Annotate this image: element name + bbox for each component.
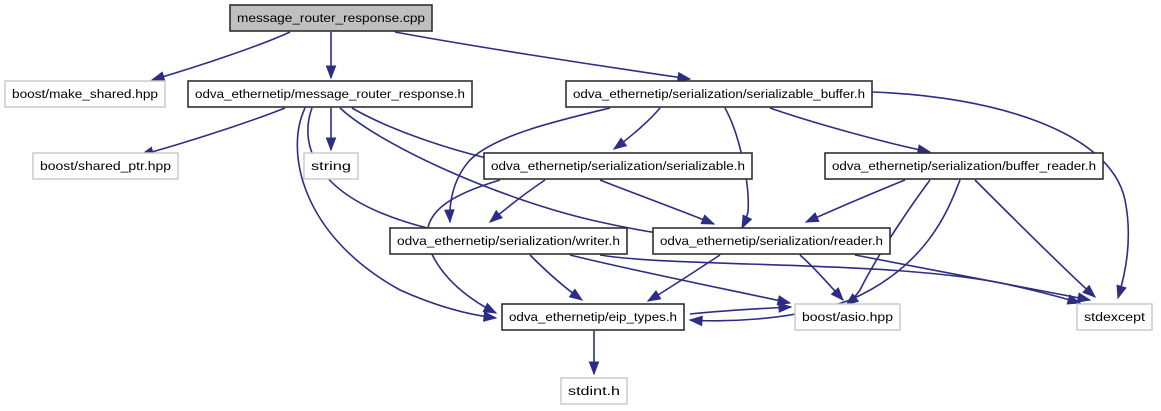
node-box-asio[interactable] [794,303,901,331]
edge-buffer_reader-to-eip_types [688,179,961,327]
edge-writer-to-eip_types [529,254,584,301]
edge-serializable_buffer-to-buffer_reader [769,107,932,155]
edge-mrr_h-to-string [325,108,337,152]
node-box-buffer_reader[interactable] [824,152,1104,180]
edge-serializable-to-reader [599,179,716,225]
arrowhead-icon [1082,284,1097,298]
graph-node-reader[interactable]: odva_ethernetip/serialization/reader.h [652,227,891,255]
edge-writer-to-asio [569,254,792,306]
node-box-reader[interactable] [652,227,891,255]
node-box-make_shared[interactable] [4,80,166,108]
node-layer: message_router_response.cpp boost/make_sh… [4,4,1153,405]
graph-node-make_shared[interactable]: boost/make_shared.hpp [4,80,166,108]
graph-node-root[interactable]: message_router_response.cpp [229,4,433,32]
arrowhead-icon [1116,284,1127,300]
edge-root-to-make_shared [150,31,291,82]
edge-reader-to-stdexcept [854,254,1092,303]
edge-eip_types-to-stdint [588,331,600,376]
graph-node-serializable_buffer[interactable]: odva_ethernetip/serialization/serializab… [565,80,873,108]
node-box-serializable_buffer[interactable] [565,80,873,108]
node-box-mrr_h[interactable] [187,80,473,108]
arrowhead-icon [646,290,662,302]
arrowhead-icon [325,65,337,80]
graph-node-buffer_reader[interactable]: odva_ethernetip/serialization/buffer_rea… [824,152,1104,180]
edge-root-to-mrr_h [325,32,337,80]
graph-node-stdexcept[interactable]: stdexcept [1076,303,1153,331]
graph-node-string[interactable]: string [303,152,359,180]
node-box-string[interactable] [303,152,359,180]
graph-node-shared_ptr[interactable]: boost/shared_ptr.hpp [32,152,179,180]
arrowhead-icon [482,302,498,314]
arrowhead-icon [444,209,455,224]
arrowhead-icon [1076,292,1092,303]
arrowhead-icon [830,287,844,302]
arrowhead-icon [804,212,820,223]
arrowhead-icon [612,137,628,150]
edge-mrr_h-to-eip_types [296,107,498,322]
edge-layer [139,31,1130,376]
graph-node-mrr_h[interactable]: odva_ethernetip/message_router_response.… [187,80,473,108]
edge-eip_types-to-asio [689,302,793,315]
graph-node-eip_types[interactable]: odva_ethernetip/eip_types.h [501,303,685,331]
node-box-stdexcept[interactable] [1076,303,1153,331]
node-box-writer[interactable] [389,227,628,255]
node-box-shared_ptr[interactable] [32,152,179,180]
edge-mrr_h-to-shared_ptr [139,107,286,157]
graph-node-serializable[interactable]: odva_ethernetip/serialization/serializab… [483,152,753,180]
edge-reader-to-eip_types [646,254,721,302]
edge-buffer_reader-to-reader [804,179,906,223]
edge-serializable_buffer-to-reader [724,107,753,230]
arrowhead-icon [688,315,703,327]
arrowhead-icon [568,288,584,301]
graph-node-asio[interactable]: boost/asio.hpp [794,303,901,331]
arrowhead-icon [482,311,498,322]
arrowhead-icon [778,302,793,313]
arrowhead-icon [741,214,753,230]
arrowhead-icon [700,214,716,225]
edge-serializable_buffer-to-serializable [612,107,661,150]
edge-serializable-to-writer [488,179,546,223]
edge-buffer_reader-to-stdexcept [974,179,1097,298]
edge-serializable_buffer-to-stdexcept [871,91,1130,300]
arrowhead-icon [588,361,600,376]
graph-node-stdint[interactable]: stdint.h [560,377,628,405]
edge-writer-to-stdexcept [599,254,1082,305]
node-box-serializable[interactable] [483,152,753,180]
arrowhead-icon [776,295,792,306]
node-box-stdint[interactable] [560,377,628,405]
node-box-root[interactable] [229,4,433,32]
edge-root-to-serializable_buffer [394,31,692,83]
arrowhead-icon [325,137,337,152]
edge-reader-to-asio [799,254,844,302]
graph-node-writer[interactable]: odva_ethernetip/serialization/writer.h [389,227,628,255]
arrowhead-icon [488,209,503,223]
arrowhead-icon [1066,294,1082,305]
node-box-eip_types[interactable] [501,303,685,331]
